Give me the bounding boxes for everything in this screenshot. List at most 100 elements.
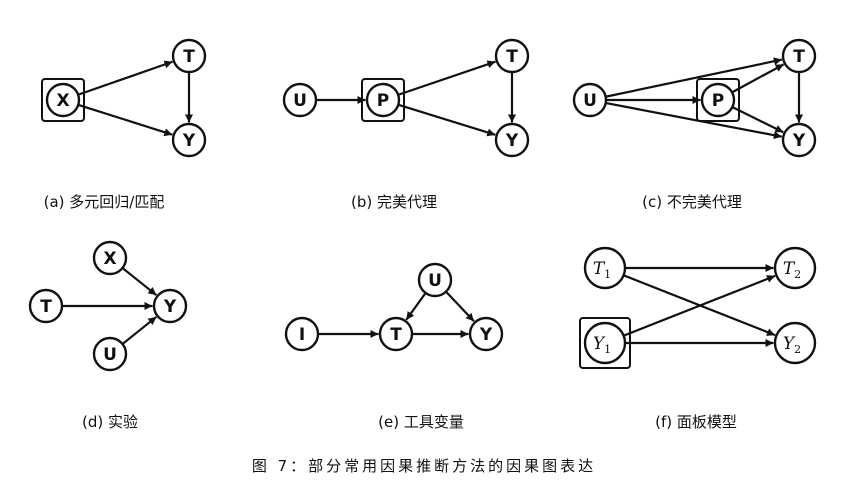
node-circle — [572, 82, 608, 118]
node-label: T — [506, 47, 518, 67]
node-label: U — [428, 271, 442, 291]
node-label: T — [390, 325, 402, 345]
node-label: X — [56, 91, 69, 111]
node-label: U — [293, 91, 307, 111]
node-c-y: Y — [781, 122, 817, 158]
node-circle — [28, 288, 64, 324]
node-subscript: 1 — [604, 268, 611, 281]
node-circle — [152, 288, 188, 324]
node-d-y: Y — [152, 288, 188, 324]
node-b-t: T — [494, 38, 530, 74]
edge-b-p-to-y — [398, 103, 496, 137]
node-circle — [365, 82, 401, 118]
panel-e-label: (e) 工具变量 — [378, 413, 464, 431]
node-subscript: 2 — [794, 343, 801, 356]
edge-f-y1-to-t2 — [624, 274, 776, 337]
node-label: Y — [505, 131, 519, 151]
node-circle — [494, 38, 530, 74]
node-circle — [773, 246, 817, 290]
node-d-t: T — [28, 288, 64, 324]
edge-d-x-to-y — [122, 267, 158, 296]
node-label: P — [712, 91, 724, 111]
node-c-t: T — [781, 38, 817, 74]
edge-e-u-to-t — [405, 293, 426, 321]
panel-d: X T U Y — [28, 240, 188, 372]
node-circle — [494, 122, 530, 158]
node-d-x: X — [92, 240, 128, 276]
edge-a-x-to-t — [78, 60, 173, 96]
edge-c-u-to-t — [606, 57, 783, 98]
node-d-u: U — [92, 336, 128, 372]
edge-d-u-to-y — [122, 316, 158, 345]
node-circle — [171, 38, 207, 74]
panel-c: U P T Y — [572, 38, 817, 158]
node-b-p: P — [361, 78, 405, 122]
conditioning-box — [361, 78, 405, 122]
node-circle — [583, 246, 627, 290]
edge-c-p-to-t — [732, 63, 785, 93]
node-circle — [378, 316, 414, 352]
panel-b-label: (b) 完美代理 — [351, 193, 437, 211]
node-circle — [583, 321, 627, 365]
edge-e-u-to-y — [445, 291, 475, 323]
node-circle — [45, 82, 81, 118]
node-label: I — [299, 325, 305, 345]
conditioning-box — [579, 317, 631, 369]
panel-d-label: (d) 实验 — [82, 413, 138, 431]
node-label: Y — [163, 297, 177, 317]
node-label: T — [40, 297, 52, 317]
panel-e: U I T Y — [284, 262, 504, 352]
node-subscript: 1 — [604, 343, 611, 356]
figure-caption: 图 7：部分常用因果推断方法的因果图表达 — [252, 457, 596, 475]
node-c-p: P — [696, 78, 740, 122]
edge-b-p-to-t — [398, 60, 496, 96]
node-label: U — [103, 345, 117, 365]
node-a-t: T — [171, 38, 207, 74]
node-b-y: Y — [494, 122, 530, 158]
node-f-y1: Y1 — [579, 317, 631, 369]
node-circle — [92, 240, 128, 276]
panel-f-label: (f) 面板模型 — [655, 413, 737, 431]
node-circle — [700, 82, 736, 118]
conditioning-box — [696, 78, 740, 122]
panel-c-label: (c) 不完美代理 — [642, 193, 742, 211]
node-e-t: T — [378, 316, 414, 352]
node-circle — [284, 316, 320, 352]
node-label: T — [183, 47, 195, 67]
node-f-t1: T1 — [583, 246, 627, 290]
node-f-y2: Y2 — [773, 321, 817, 365]
edge-c-p-to-y — [732, 106, 784, 134]
node-subscript: 2 — [794, 268, 801, 281]
panel-a-label: (a) 多元回归/匹配 — [44, 193, 165, 211]
panel-b: U P T Y — [282, 38, 530, 158]
node-circle — [781, 38, 817, 74]
node-a-x: X — [41, 78, 85, 122]
node-label: P — [377, 91, 389, 111]
node-label: X — [103, 249, 116, 269]
edge-a-x-to-y — [78, 104, 173, 137]
conditioning-box — [41, 78, 85, 122]
panel-a: X T Y — [41, 38, 207, 158]
node-e-u: U — [417, 262, 453, 298]
node-b-u: U — [282, 82, 318, 118]
node-c-u: U — [572, 82, 608, 118]
node-circle — [773, 321, 817, 365]
node-label: Y — [792, 131, 806, 151]
edge-c-u-to-y — [606, 102, 783, 140]
node-f-t2: T2 — [773, 246, 817, 290]
node-e-i: I — [284, 316, 320, 352]
node-circle — [781, 122, 817, 158]
node-circle — [468, 316, 504, 352]
node-e-y: Y — [468, 316, 504, 352]
node-circle — [171, 122, 207, 158]
node-circle — [92, 336, 128, 372]
node-label: U — [583, 91, 597, 111]
node-circle — [282, 82, 318, 118]
node-a-y: Y — [171, 122, 207, 158]
node-label: T — [793, 47, 805, 67]
node-circle — [417, 262, 453, 298]
node-label: Y — [479, 325, 493, 345]
node-label: Y — [182, 131, 196, 151]
